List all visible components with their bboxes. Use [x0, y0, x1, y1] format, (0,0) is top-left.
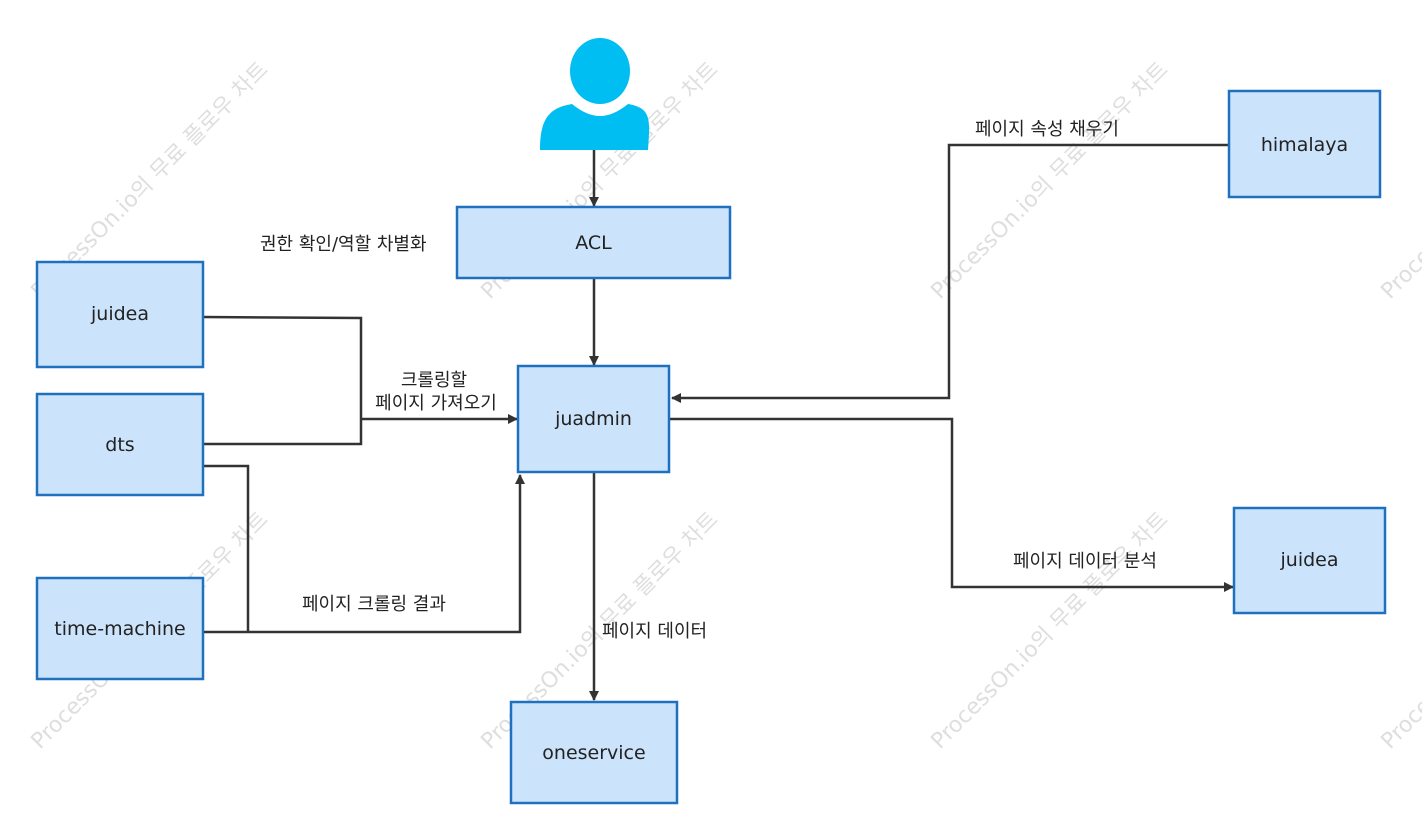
- user-icon: [540, 38, 650, 150]
- node-acl-label: ACL: [575, 232, 612, 254]
- edge-label-fill-attrs: 페이지 속성 채우기: [975, 119, 1119, 140]
- watermark: ProcessOn.io의 무료 플로우 차트: [1377, 57, 1422, 304]
- node-juidea-right-label: juidea: [1280, 549, 1339, 571]
- node-acl[interactable]: ACL: [455, 205, 732, 280]
- edge-juadmin-juidea-right: [670, 417, 1234, 592]
- watermark-layer: ProcessOn.io의 무료 플로우 차트 ProcessOn.io의 무료…: [27, 57, 1422, 754]
- edge-himalaya-juadmin: [671, 143, 1229, 403]
- node-oneservice-label: oneservice: [542, 742, 645, 764]
- edge-label-crawl-result: 페이지 크롤링 결과: [302, 594, 446, 615]
- node-juidea-left-label: juidea: [90, 303, 149, 325]
- node-juadmin-label: juadmin: [554, 408, 632, 430]
- edge-label-acl: 권한 확인/역할 차별화: [260, 234, 427, 255]
- node-dts-label: dts: [105, 434, 134, 456]
- node-juadmin[interactable]: juadmin: [516, 364, 671, 474]
- edge-label-analysis: 페이지 데이터 분석: [1013, 551, 1157, 572]
- node-dts[interactable]: dts: [35, 392, 205, 497]
- watermark: ProcessOn.io의 무료 플로우 차트: [927, 57, 1174, 304]
- node-himalaya[interactable]: himalaya: [1227, 89, 1382, 199]
- node-time-machine-label: time-machine: [54, 618, 185, 640]
- node-oneservice[interactable]: oneservice: [509, 700, 679, 805]
- node-juidea-left[interactable]: juidea: [35, 260, 205, 369]
- node-time-machine[interactable]: time-machine: [35, 576, 205, 681]
- edge-dts-merge: [203, 419, 363, 446]
- watermark: ProcessOn.io의 무료 플로우 차트: [927, 507, 1174, 754]
- node-himalaya-label: himalaya: [1261, 134, 1348, 156]
- edge-time-machine-juadmin: [203, 474, 525, 634]
- edge-juidea-juadmin: [202, 315, 363, 419]
- edge-dts-result: [203, 464, 250, 632]
- edge-labels: 권한 확인/역할 차별화 크롤링할 페이지 가져오기 페이지 크롤링 결과 페이…: [260, 119, 1157, 642]
- edges: [202, 143, 1234, 701]
- node-juidea-right[interactable]: juidea: [1232, 506, 1387, 615]
- edge-label-page-data: 페이지 데이터: [602, 621, 707, 642]
- edge-label-crawl-line1: 크롤링할: [401, 370, 467, 391]
- edge-label-crawl-line2: 페이지 가져오기: [375, 393, 497, 414]
